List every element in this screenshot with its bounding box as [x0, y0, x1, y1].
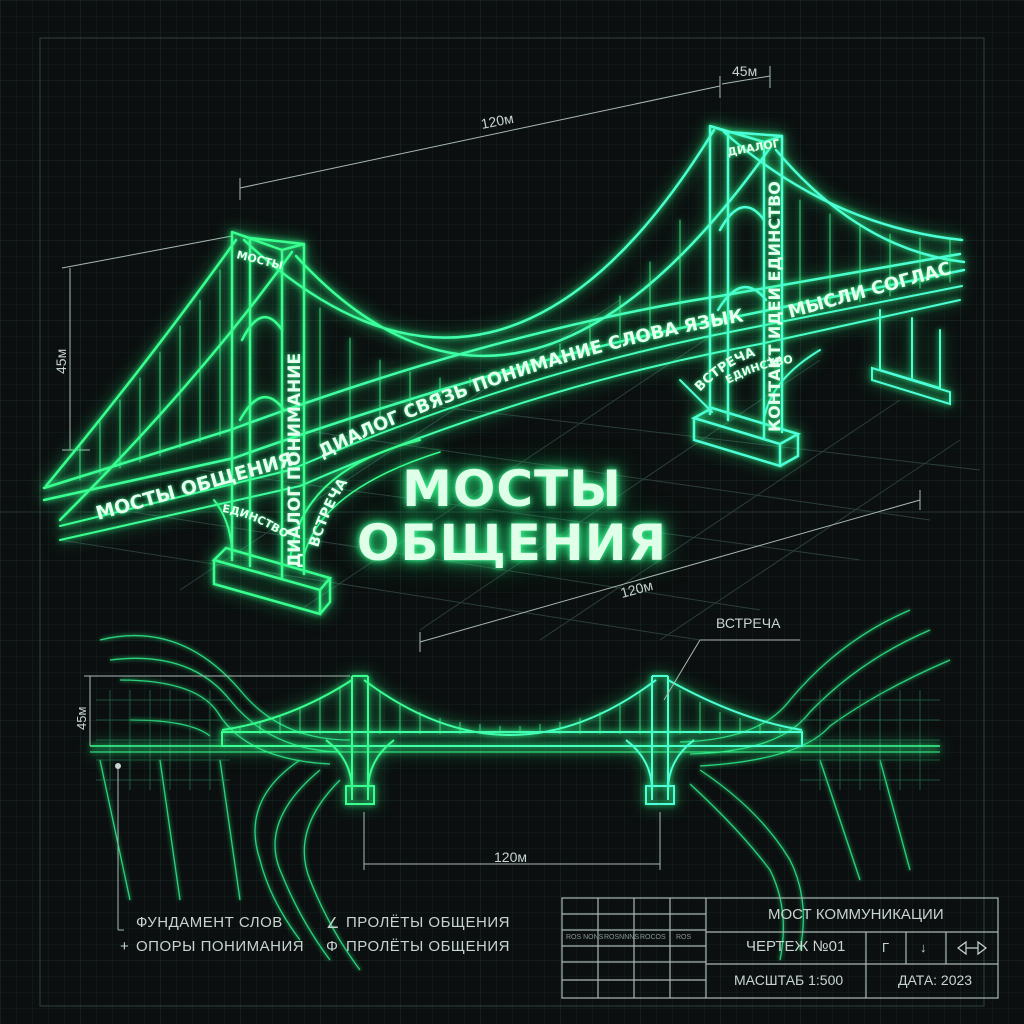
elevation-grid: [96, 690, 940, 790]
dimension-lines: [61, 66, 921, 652]
title-block-date: ДАТА: 2023: [898, 972, 973, 988]
dim-top-span: 120м: [480, 110, 515, 132]
dim-elev-span: 120м: [494, 849, 527, 865]
arrow-symbol-icon: [957, 940, 987, 956]
legend-item-spans-1: ПРОЛЁТЫ ОБЩЕНИЯ: [346, 914, 510, 931]
title-block-scale: МАСШТАБ 1:500: [734, 972, 844, 988]
dim-tower-width: 45м: [732, 63, 757, 79]
tower-right-vertical-text: КОНТАКТ ИДЕИ ЕДИНСТВО: [765, 181, 784, 432]
title-block-frame: [561, 897, 999, 999]
main-title-line2: ОБЩЕНИЯ: [356, 514, 668, 572]
title-block-symbol-b: ↓: [920, 940, 927, 955]
title-block-mini-cell: ROCOS: [640, 934, 666, 941]
elevation-bridge: [90, 675, 940, 805]
dim-elev-height: 45м: [74, 707, 89, 730]
title-block-name: МОСТ КОММУНИКАЦИИ: [768, 906, 944, 923]
title-block-symbol-a: Г: [882, 940, 890, 955]
main-title-line1: МОСТЫ: [402, 460, 622, 518]
elevation-dimensions: [84, 639, 800, 931]
callout-label: ВСТРЕЧА: [716, 615, 781, 631]
legend-mark-plus: +: [120, 938, 130, 955]
dim-tower-height: 45м: [53, 349, 69, 374]
title-block-mini-cell: ROS: [676, 934, 692, 941]
legend-item-spans-2: ПРОЛЁТЫ ОБЩЕНИЯ: [346, 938, 510, 955]
title-block-drawing: ЧЕРТЕЖ №01: [746, 938, 846, 955]
isometric-bridge: [42, 124, 966, 616]
title-block-mini-cell: ROS NONS: [566, 934, 604, 941]
title-block-mini-cell: ROSNNNS: [604, 934, 640, 941]
legend-mark-angle: ∠: [326, 915, 340, 932]
legend-mark-phi: Φ: [326, 938, 339, 955]
tower-left-vertical-text: ДИАЛОГ ПОНИМАНИЕ: [285, 353, 305, 568]
legend-marker-dot: [115, 763, 121, 769]
legend-item-foundation: ФУНДАМЕНТ СЛОВ: [136, 914, 283, 931]
legend-item-supports: ОПОРЫ ПОНИМАНИЯ: [136, 938, 305, 955]
